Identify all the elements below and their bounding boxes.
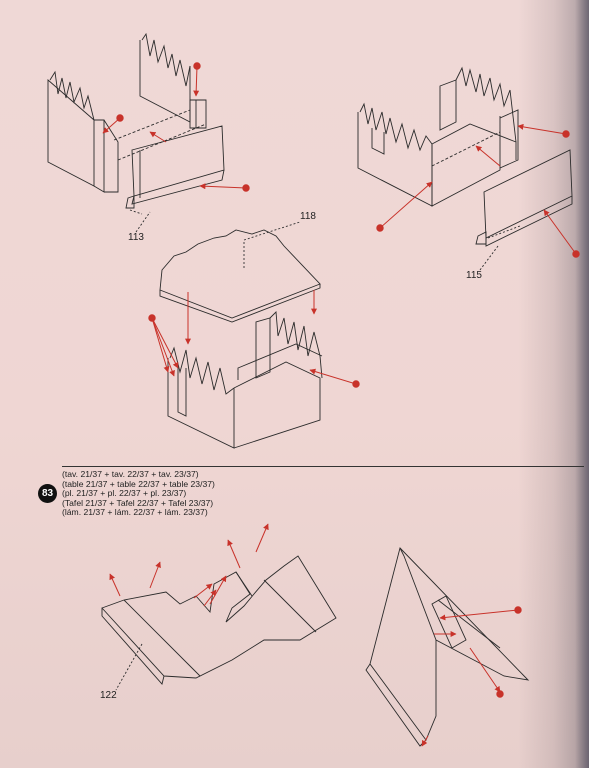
figure-fold-right-arrows xyxy=(421,606,522,747)
step-divider xyxy=(62,466,584,467)
plate-ref-fr: (pl. 21/37 + pl. 22/37 + pl. 23/37) xyxy=(62,488,187,499)
figure-wall-assembly-113-glue-markers xyxy=(102,62,250,192)
figure-fold-right xyxy=(365,547,530,747)
plate-ref-es: (lám. 21/37 + lám. 22/37 + lám. 23/37) xyxy=(62,507,208,518)
part-label-122: 122 xyxy=(100,690,117,701)
figure-wall-assembly-115-glue-markers xyxy=(376,123,580,258)
figure-wall-assembly-115 xyxy=(357,66,573,271)
plate-ref-de: (Tafel 21/37 + Tafel 22/37 + Tafel 23/37… xyxy=(62,497,214,508)
plate-ref-en: (table 21/37 + table 22/37 + table 23/37… xyxy=(62,478,215,489)
plate-ref-it: (tav. 21/37 + tav. 22/37 + tav. 23/37) xyxy=(62,469,199,479)
figure-fold-122-arrows xyxy=(109,523,269,607)
part-label-115: 115 xyxy=(466,270,482,281)
part-label-113: 113 xyxy=(128,232,144,243)
figure-roof-118 xyxy=(159,221,323,449)
book-spine xyxy=(575,0,589,768)
step-number-badge: 83 xyxy=(38,484,57,503)
figure-roof-118-arrows xyxy=(148,290,360,388)
figure-fold-122 xyxy=(101,555,337,691)
figure-wall-assembly-113 xyxy=(47,32,225,233)
part-label-118: 118 xyxy=(300,211,316,222)
plate-references: (tav. 21/37 + tav. 22/37 + tav. 23/37) (… xyxy=(62,469,215,518)
